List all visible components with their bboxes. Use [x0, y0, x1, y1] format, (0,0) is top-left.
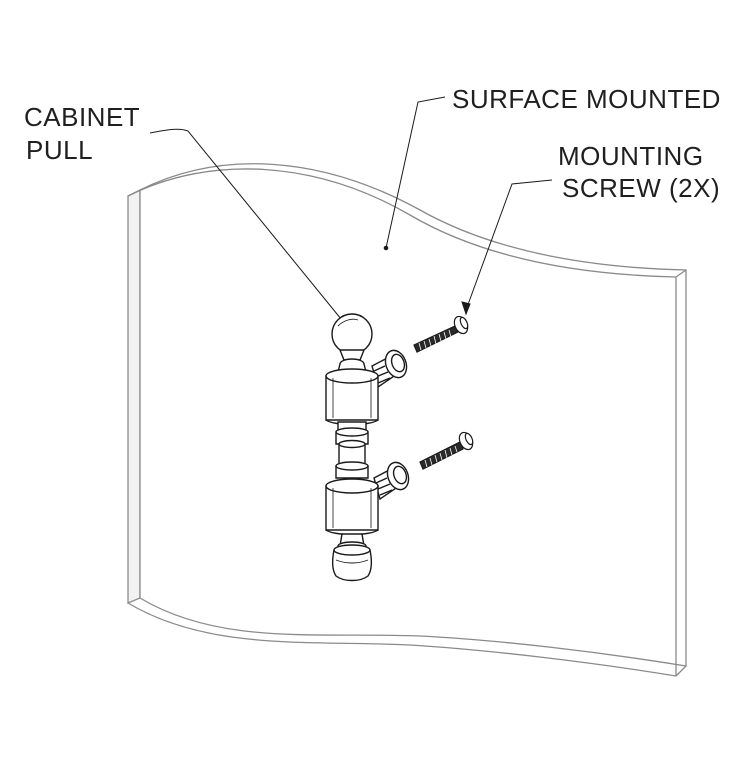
panel-bottom-edge — [127, 602, 677, 677]
cabinet-pull — [325, 313, 410, 582]
screw-head-slot-lower — [464, 432, 474, 446]
screw-thread-lines-lower — [424, 445, 458, 468]
screw-thread-lines-upper — [418, 329, 452, 351]
leader-mounting-screw — [465, 179, 553, 311]
panel-right-edge — [675, 269, 687, 677]
mounting-screw-label-line1: MOUNTING — [558, 141, 704, 171]
screw-thread-lower — [419, 441, 464, 470]
pull-standoff-upper — [371, 349, 408, 389]
cabinet-pull-label-line1: CABINET — [24, 102, 141, 132]
leader-surface-dot — [383, 245, 389, 251]
mounting-screw-upper — [413, 315, 469, 353]
cabinet-pull-label-line2: PULL — [26, 135, 94, 165]
pull-standoff-lower — [373, 461, 410, 501]
cabinet-panel — [127, 163, 687, 677]
panel-side-face — [127, 188, 141, 604]
mounting-screw-label-line2: SCREW (2X) — [562, 173, 721, 203]
leader-cabinet-pull — [149, 128, 351, 331]
leader-arrow-head — [461, 301, 471, 316]
pull-bottom-bead — [331, 549, 373, 582]
mounting-screw-lower — [419, 431, 474, 470]
leader-surface-mounted — [385, 96, 446, 249]
pull-finial-ball — [331, 313, 373, 355]
screw-head-slot-upper — [459, 316, 469, 330]
surface-mounted-label: SURFACE MOUNTED — [452, 84, 721, 114]
panel-top-edge — [127, 168, 677, 278]
panel-front-face — [139, 163, 687, 667]
